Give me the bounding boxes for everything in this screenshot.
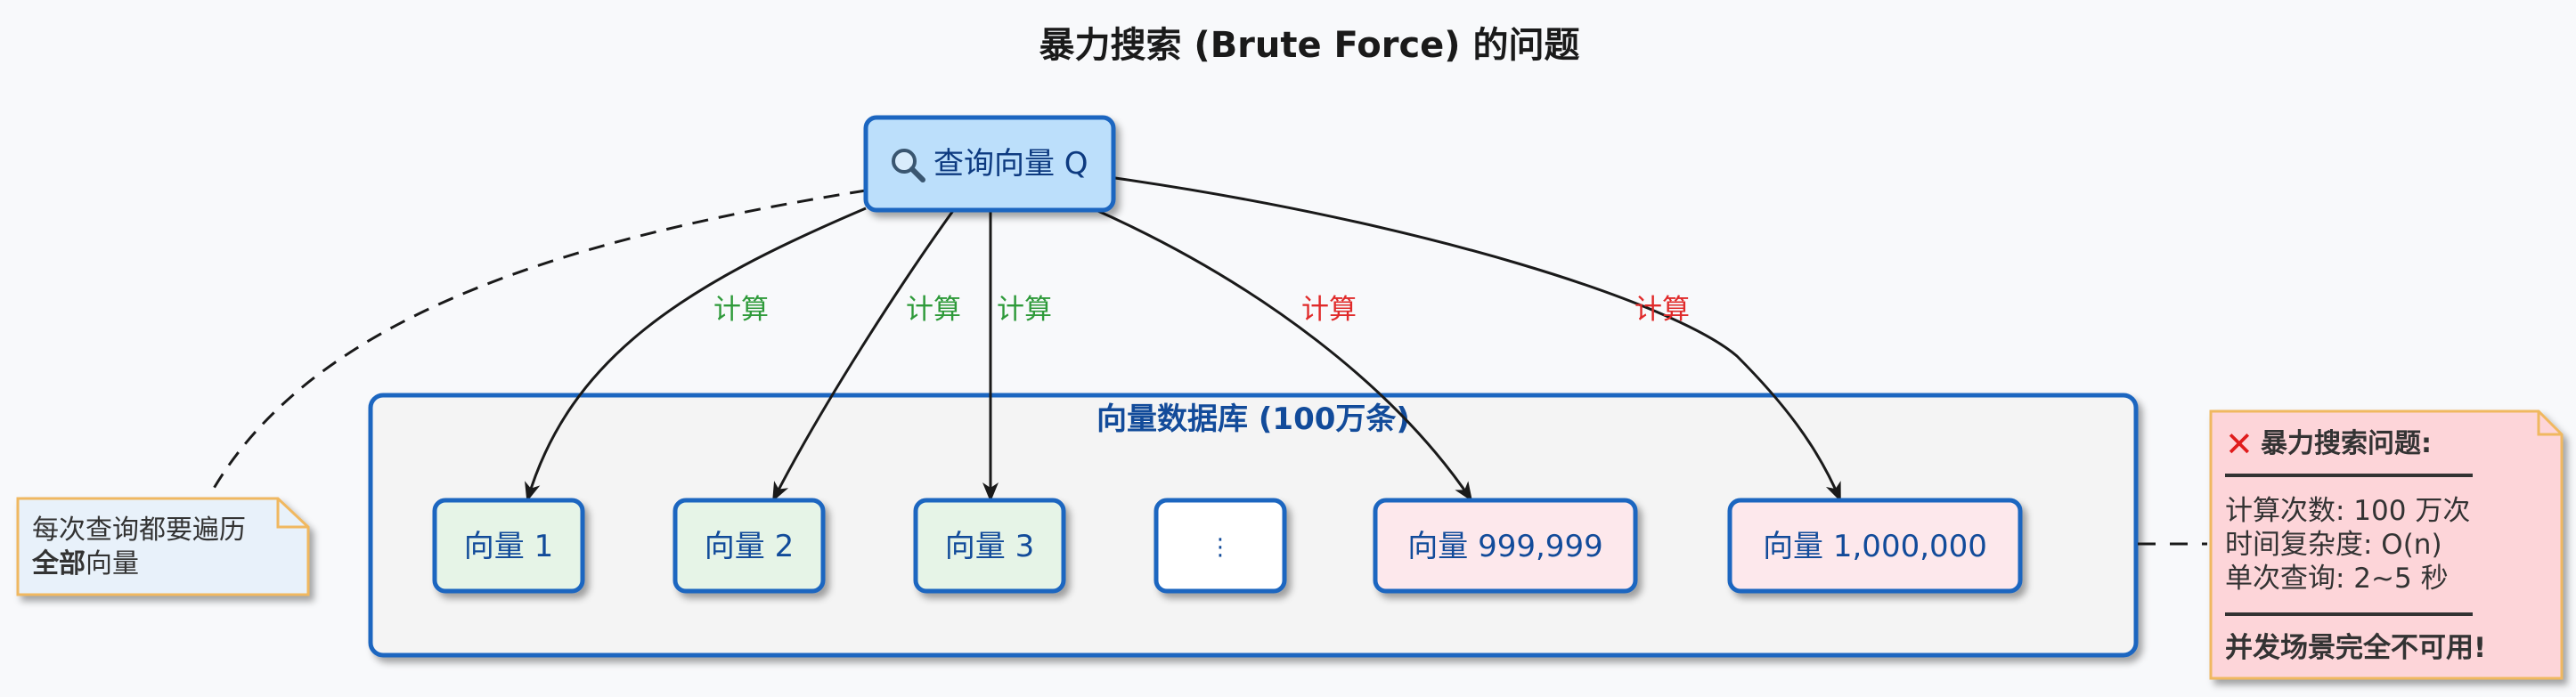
warning-line-3: 单次查询: 2~5 秒 — [2225, 563, 2449, 595]
note-line-2: 全部向量 — [31, 548, 139, 579]
vector-label: 向量 1,000,000 — [1763, 529, 1987, 564]
edge-to-vector-1000000 — [1114, 176, 1842, 502]
vector-node-ellipsis: ⋮ — [1153, 498, 1287, 594]
warning-note: ✕ 暴力搜索问题: 计算次数: 100 万次 时间复杂度: O(n) 单次查询:… — [2209, 409, 2564, 680]
edge-label-2: 计算 — [906, 294, 961, 326]
database-label: 向量数据库 (100万条) — [1096, 401, 1410, 437]
edge-label-5: 计算 — [1634, 294, 1690, 326]
edge-label-3: 计算 — [997, 294, 1052, 326]
red-x-icon: ✕ — [2225, 425, 2254, 464]
magnifier-icon — [892, 149, 925, 182]
edge-to-vector-2 — [771, 207, 957, 502]
edge-label-1: 计算 — [713, 294, 769, 326]
edge-to-vector-1 — [525, 207, 867, 502]
warning-line-1: 计算次数: 100 万次 — [2225, 495, 2470, 527]
vector-node-2: 向量 2 — [673, 498, 826, 594]
note-connector-line — [210, 189, 867, 492]
diagram-title: 暴力搜索 (Brute Force) 的问题 — [1039, 25, 1579, 66]
note-bold-text: 全部 — [31, 548, 86, 579]
warning-title: 暴力搜索问题: — [2261, 428, 2432, 459]
vector-label: 向量 1 — [464, 529, 553, 564]
query-vector-node: 查询向量 Q — [863, 115, 1116, 213]
vector-label: 向量 999,999 — [1407, 529, 1602, 564]
left-note: 每次查询都要遍历 全部向量 — [16, 497, 310, 596]
vector-node-1: 向量 1 — [432, 498, 585, 594]
vector-node-999999: 向量 999,999 — [1373, 498, 1638, 594]
vector-node-1000000: 向量 1,000,000 — [1727, 498, 2023, 594]
note-rest-text: 向量 — [86, 548, 139, 579]
vector-label: 向量 3 — [945, 529, 1034, 564]
warning-line-2: 时间复杂度: O(n) — [2225, 529, 2442, 561]
edges — [525, 176, 1842, 502]
vector-node-3: 向量 3 — [913, 498, 1066, 594]
vector-label: 向量 2 — [705, 529, 794, 564]
ellipsis-label: ⋮ — [1209, 534, 1232, 561]
edge-label-4: 计算 — [1301, 294, 1357, 326]
query-vector-label: 查询向量 Q — [933, 146, 1088, 182]
warning-conclusion: 并发场景完全不可用! — [2225, 632, 2486, 664]
edge-to-vector-999999 — [1091, 207, 1473, 502]
note-line-1: 每次查询都要遍历 — [32, 515, 246, 546]
